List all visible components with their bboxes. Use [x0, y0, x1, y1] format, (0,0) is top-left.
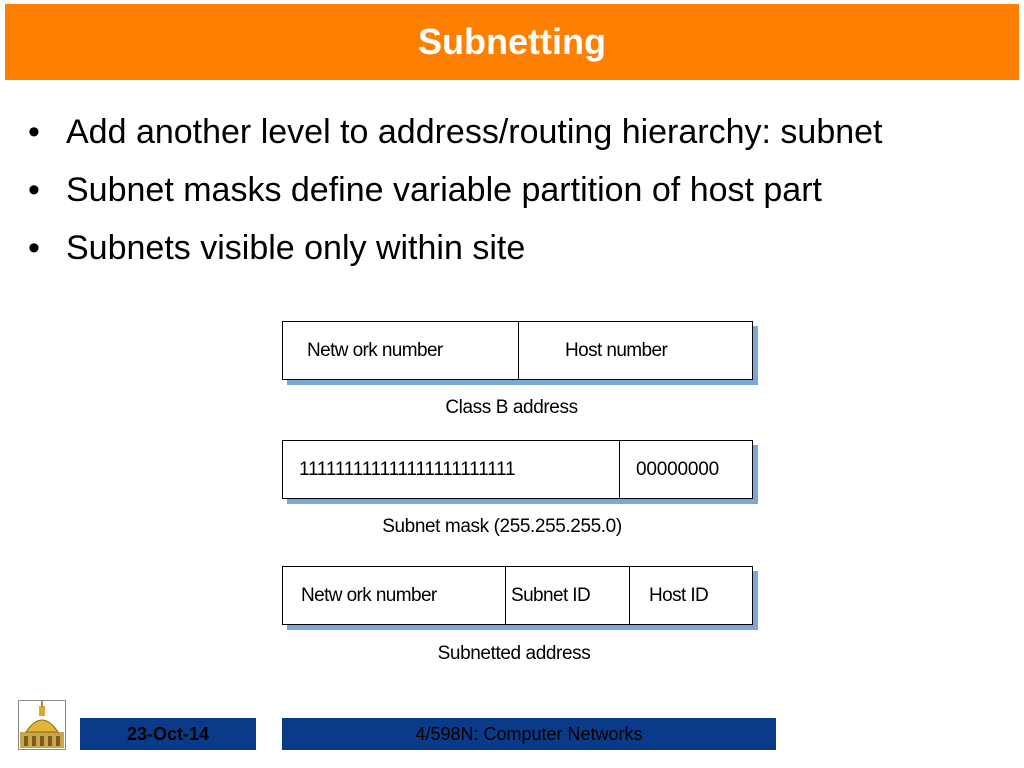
page-title: Subnetting: [418, 21, 606, 62]
bullet-item: • Add another level to address/routing h…: [28, 108, 988, 156]
bullet-item: • Subnet masks define variable partition…: [28, 166, 988, 214]
network-number-field: Netw ork number: [301, 584, 437, 606]
field-divider: [619, 441, 620, 498]
bullet-symbol: •: [28, 229, 40, 267]
host-id-field: Host ID: [649, 584, 709, 606]
field-divider: [629, 567, 630, 624]
subnetted-address-box: Netw ork number Subnet ID Host ID: [282, 566, 753, 625]
bullet-symbol: •: [28, 113, 40, 151]
host-number-field: Host number: [565, 339, 668, 361]
subnet-mask-box: 111111111111111111111111 00000000: [282, 440, 753, 499]
subnetted-caption: Subnetted address: [437, 643, 591, 664]
field-divider: [505, 567, 506, 624]
subnet-mask-caption: Subnet mask (255.255.255.0): [382, 516, 622, 537]
class-b-address-box: Netw ork number Host number: [282, 321, 753, 380]
footer-course-bar: 4/598N: Computer Networks: [282, 718, 776, 750]
network-number-field: Netw ork number: [307, 339, 443, 361]
bullet-item: • Subnets visible only within site: [28, 224, 988, 272]
title-bar: Subnetting: [5, 4, 1019, 80]
bullet-text: Add another level to address/routing hie…: [66, 113, 883, 151]
bullet-text: Subnet masks define variable partition o…: [66, 171, 822, 209]
bullet-symbol: •: [28, 171, 40, 209]
footer-course: 4/598N: Computer Networks: [415, 723, 643, 744]
field-divider: [518, 322, 519, 379]
bullet-text: Subnets visible only within site: [66, 229, 526, 267]
mask-zeros-field: 00000000: [636, 458, 719, 480]
dome-logo-icon: [18, 700, 66, 750]
mask-ones-field: 111111111111111111111111: [299, 458, 516, 480]
footer-date-bar: 23-Oct-14: [80, 718, 256, 750]
footer-date: 23-Oct-14: [126, 723, 210, 744]
class-b-caption: Class B address: [445, 397, 578, 418]
bullet-list: • Add another level to address/routing h…: [28, 108, 988, 282]
subnet-id-field: Subnet ID: [511, 584, 591, 606]
